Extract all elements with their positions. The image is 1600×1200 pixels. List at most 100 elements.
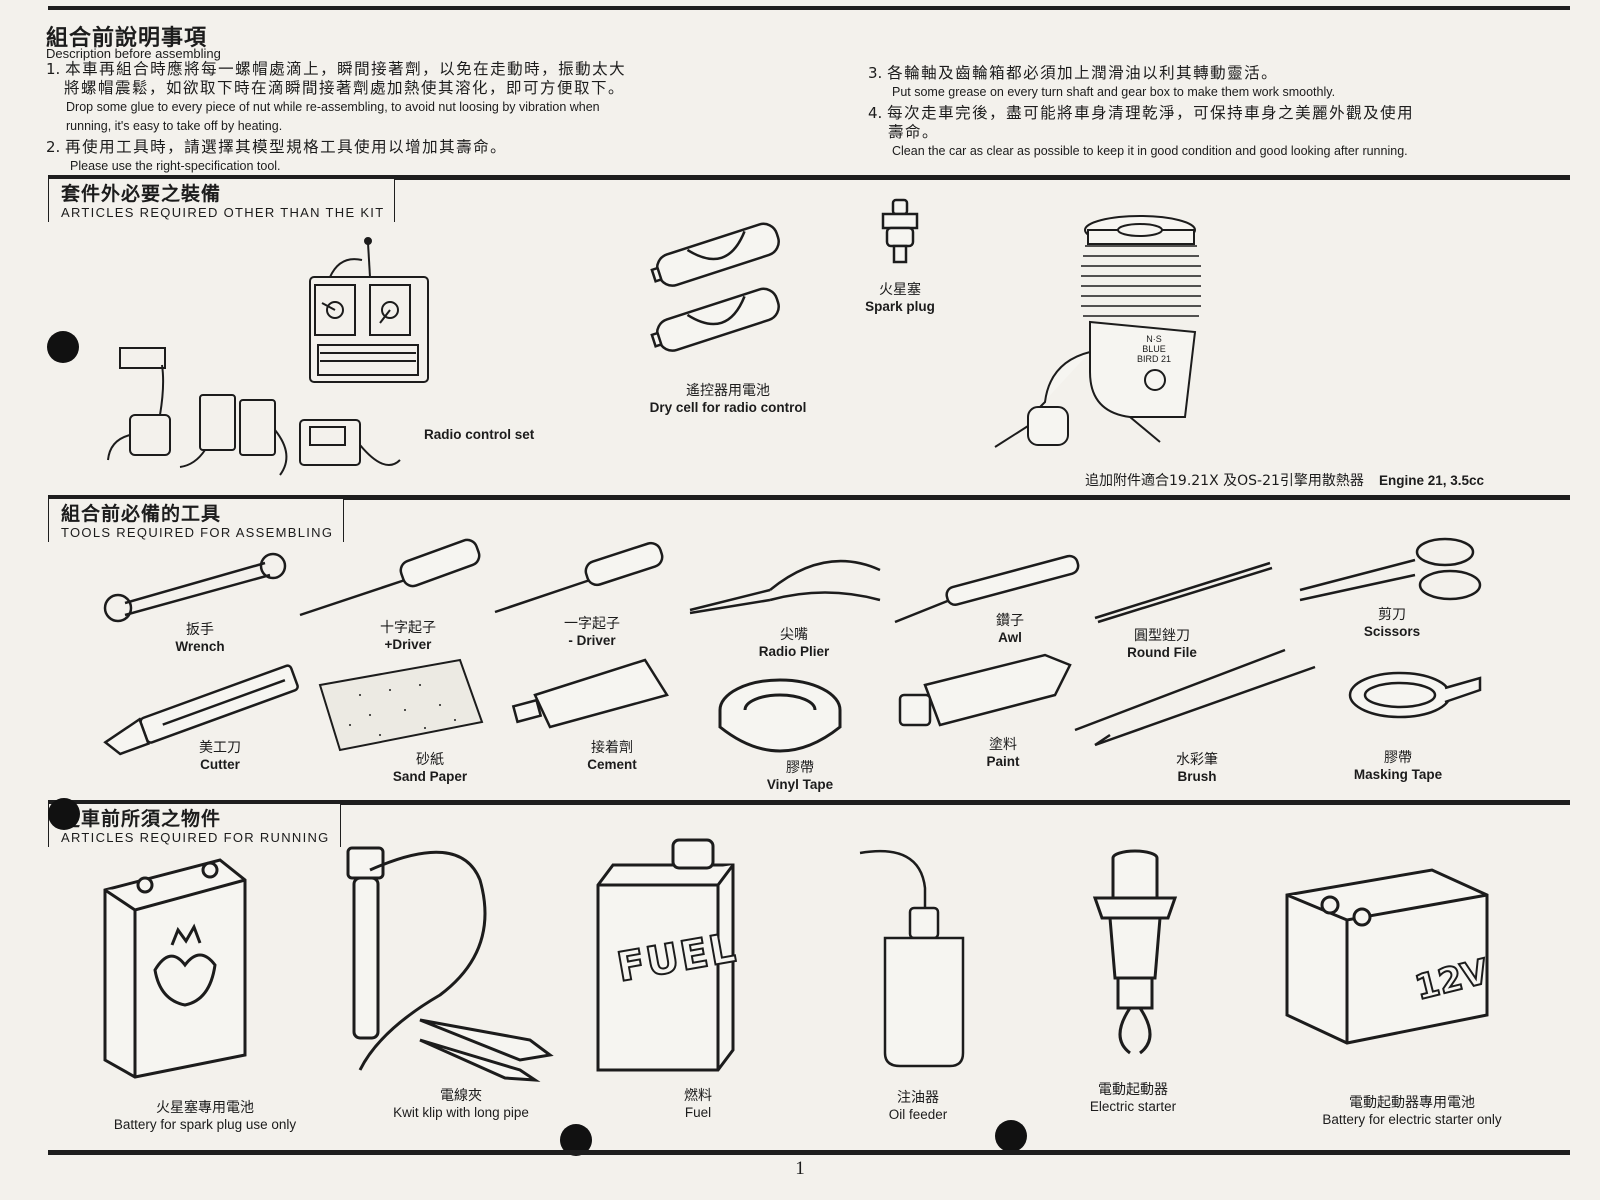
engine-illustration bbox=[994, 215, 1201, 448]
tool-en: Vinyl Tape bbox=[766, 777, 834, 792]
brush-illustration bbox=[1074, 648, 1316, 747]
page-number: 1 bbox=[795, 1158, 805, 1179]
cement-illustration bbox=[511, 658, 669, 729]
note-en: Clean the car as clear as possible to ke… bbox=[892, 144, 1408, 158]
fuel-can-illustration bbox=[596, 838, 735, 1072]
note-2: 2. 再使用工具時，請選擇其模型規格工具使用以增加其壽命。 Please use… bbox=[46, 138, 826, 176]
sand-paper-illustration bbox=[318, 658, 484, 752]
running-en: Electric starter bbox=[1089, 1099, 1177, 1114]
engine-en: Engine 21, 3.5cc bbox=[1379, 473, 1485, 488]
cutter-illustration bbox=[103, 664, 299, 756]
note-en: running, it's easy to take off by heatin… bbox=[66, 119, 283, 133]
tool-zh: 剪刀 bbox=[1377, 607, 1406, 623]
note-zh: 各輪軸及齒輪箱都必須加上潤滑油以利其轉動靈活。 bbox=[887, 64, 1279, 82]
running-en: Fuel bbox=[684, 1105, 712, 1120]
note-zh: 壽命。 bbox=[888, 123, 940, 141]
note-3: 3. 各輪軸及齒輪箱都必須加上潤滑油以利其轉動靈活。 Put some grea… bbox=[868, 64, 1568, 102]
binder-hole bbox=[995, 1120, 1027, 1152]
section-kit-heading: 套件外必要之裝備 ARTICLES REQUIRED OTHER THAN TH… bbox=[48, 178, 396, 222]
tool-zh: 尖嘴 bbox=[780, 627, 808, 643]
note-zh: 將螺帽震鬆，如欲取下時在滴瞬間接著劑處加熱使其溶化，即可方便取下。 bbox=[64, 79, 626, 97]
tool-en: Awl bbox=[998, 630, 1022, 645]
tool-zh: 接着劑 bbox=[590, 740, 633, 756]
tool-label-minus-driver: 一字起子- Driver bbox=[564, 616, 620, 649]
running-zh: 電動起動器專用電池 bbox=[1349, 1095, 1475, 1111]
running-en: Battery for electric starter only bbox=[1322, 1112, 1502, 1127]
binder-hole bbox=[48, 798, 80, 830]
scissors-illustration bbox=[1299, 537, 1482, 602]
spark-plug-illustration bbox=[881, 198, 919, 264]
spark-plug-battery-illustration bbox=[103, 858, 247, 1079]
engine-zh: 追加附件適合19.21X 及OS-21引擎用散熱器 bbox=[1085, 473, 1364, 489]
tool-zh: 膠帶 bbox=[786, 760, 814, 776]
tool-zh: 膠帶 bbox=[1384, 750, 1412, 766]
section-running-heading: 走車前所須之物件 ARTICLES REQUIRED FOR RUNNING bbox=[48, 803, 341, 847]
running-zh: 注油器 bbox=[897, 1090, 939, 1106]
note-zh: 再使用工具時，請選擇其模型規格工具使用以增加其壽命。 bbox=[65, 138, 508, 156]
section-kit-title-en: ARTICLES REQUIRED OTHER THAN THE KIT bbox=[61, 205, 385, 220]
tool-en: Cutter bbox=[200, 757, 240, 772]
tool-en: Sand Paper bbox=[392, 769, 468, 784]
radio-plier-illustration bbox=[689, 559, 881, 615]
section-running-title-zh: 走車前所須之物件 bbox=[61, 808, 222, 830]
awl-illustration bbox=[894, 554, 1080, 624]
running-zh: 火星塞專用電池 bbox=[156, 1100, 254, 1116]
tool-en: - Driver bbox=[568, 633, 616, 648]
note-number: 4. bbox=[868, 104, 883, 122]
oil-feeder-illustration bbox=[859, 849, 965, 1068]
running-en: Oil feeder bbox=[888, 1107, 948, 1122]
paint-illustration bbox=[898, 653, 1072, 727]
tool-en: Paint bbox=[986, 754, 1020, 769]
engine-badge: N·S BLUE BIRD 21 bbox=[1136, 334, 1171, 364]
running-en: Battery for spark plug use only bbox=[113, 1117, 297, 1132]
tool-en: Masking Tape bbox=[1353, 767, 1443, 782]
description-subtitle: Description before assembling bbox=[46, 46, 221, 61]
running-zh: 燃料 bbox=[684, 1088, 712, 1104]
tool-zh: 十字起子 bbox=[380, 620, 436, 636]
tool-en: Cement bbox=[587, 757, 637, 772]
section-tools-title-zh: 組合前必備的工具 bbox=[61, 503, 222, 525]
spark-plug-label: 火星塞 Spark plug bbox=[865, 282, 935, 315]
note-en: Please use the right-specification tool. bbox=[70, 159, 281, 173]
round-file-illustration bbox=[1094, 561, 1273, 624]
note-en: Drop some glue to every piece of nut whi… bbox=[66, 100, 600, 114]
dry-cell-zh: 遙控器用電池 bbox=[686, 383, 770, 399]
note-number: 1. bbox=[46, 60, 61, 78]
note-1: 1. 本車再組合時應將每一螺帽處滴上，瞬間接著劑，以免在走動時，振動太大 將螺帽… bbox=[46, 60, 826, 136]
radio-control-set-label: Radio control set bbox=[424, 427, 535, 442]
tool-en: Wrench bbox=[175, 639, 225, 654]
wrench-illustration bbox=[103, 552, 287, 623]
tool-en: Brush bbox=[1177, 769, 1217, 784]
binder-hole bbox=[47, 331, 79, 363]
tool-zh: 一字起子 bbox=[564, 616, 620, 632]
electric-starter-illustration bbox=[1092, 849, 1178, 1055]
radio-control-set-illustration bbox=[107, 237, 429, 476]
tool-zh: 砂紙 bbox=[416, 752, 444, 768]
dry-cell-illustration bbox=[650, 222, 780, 352]
bottom-rule bbox=[48, 1150, 1570, 1155]
tool-zh: 扳手 bbox=[185, 622, 214, 638]
starter-battery-illustration bbox=[1285, 868, 1489, 1045]
note-en: Put some grease on every turn shaft and … bbox=[892, 85, 1336, 99]
running-en: Kwit klip with long pipe bbox=[393, 1105, 529, 1120]
plus-driver-illustration bbox=[299, 538, 481, 617]
vinyl-tape-illustration bbox=[718, 678, 842, 753]
minus-driver-illustration bbox=[494, 541, 664, 614]
tool-en: Round File bbox=[1127, 645, 1197, 660]
section-tools-heading: 組合前必備的工具 TOOLS REQUIRED FOR ASSEMBLING bbox=[48, 498, 345, 542]
note-zh: 本車再組合時應將每一螺帽處滴上，瞬間接著劑，以免在走動時，振動太大 bbox=[65, 60, 627, 78]
